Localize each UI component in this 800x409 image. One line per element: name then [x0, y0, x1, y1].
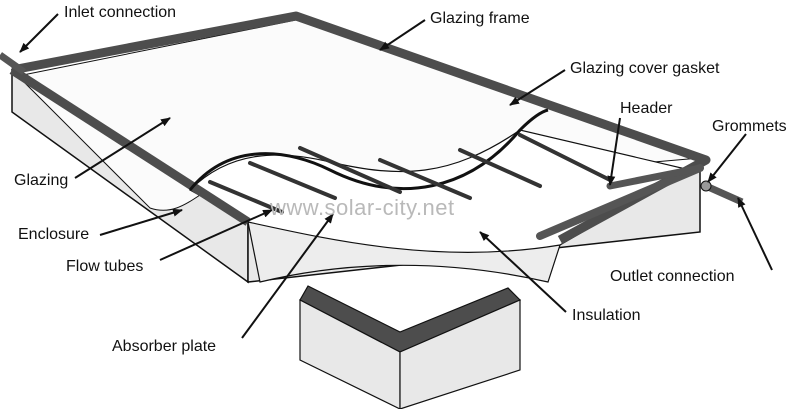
label-glazing-frame: Glazing frame	[430, 10, 530, 27]
inlet-pipe	[0, 52, 27, 75]
flow-tube-1	[208, 180, 284, 214]
leader-absorber	[241, 213, 334, 339]
grommet-ring	[700, 180, 712, 192]
flow-tube-5	[458, 148, 542, 188]
leader-grommets	[707, 133, 747, 183]
label-grommets: Grommets	[712, 118, 787, 135]
label-absorber-plate: Absorber plate	[112, 338, 217, 355]
flow-tube-3	[298, 146, 402, 194]
corner-detail-front	[299, 299, 401, 409]
flow-tube-4	[378, 158, 472, 200]
header-pipe-top	[606, 164, 704, 190]
leader-lines	[19, 13, 773, 339]
label-insulation: Insulation	[572, 307, 641, 324]
label-flow-tubes: Flow tubes	[66, 258, 144, 275]
leader-insulation	[479, 231, 567, 313]
leader-flow-tubes	[159, 209, 273, 261]
label-glazing: Glazing	[14, 172, 69, 189]
leader-glazing	[74, 117, 171, 179]
label-glazing-cover-gasket: Glazing cover gasket	[570, 60, 720, 77]
corner-detail-side	[399, 299, 521, 409]
header-pipe	[536, 164, 704, 240]
leader-inlet	[19, 13, 59, 53]
label-outlet-connection: Outlet connection	[610, 268, 735, 285]
leader-gasket	[509, 69, 566, 106]
leader-header	[607, 117, 621, 186]
label-inlet-connection: Inlet connection	[64, 4, 177, 21]
watermark: www.solar-city.net	[270, 195, 455, 220]
leader-outlet	[737, 197, 773, 271]
leader-enclosure	[99, 208, 183, 236]
label-header: Header	[620, 100, 673, 117]
flow-tubes	[208, 133, 612, 214]
glazing-frame-left	[9, 66, 251, 226]
insulation-layer	[247, 221, 561, 283]
flow-tube-2	[248, 161, 337, 200]
flow-tube-6	[518, 133, 612, 182]
label-enclosure: Enclosure	[18, 226, 90, 243]
leader-glazing-frame	[379, 19, 426, 51]
outlet-pipe	[704, 182, 744, 206]
